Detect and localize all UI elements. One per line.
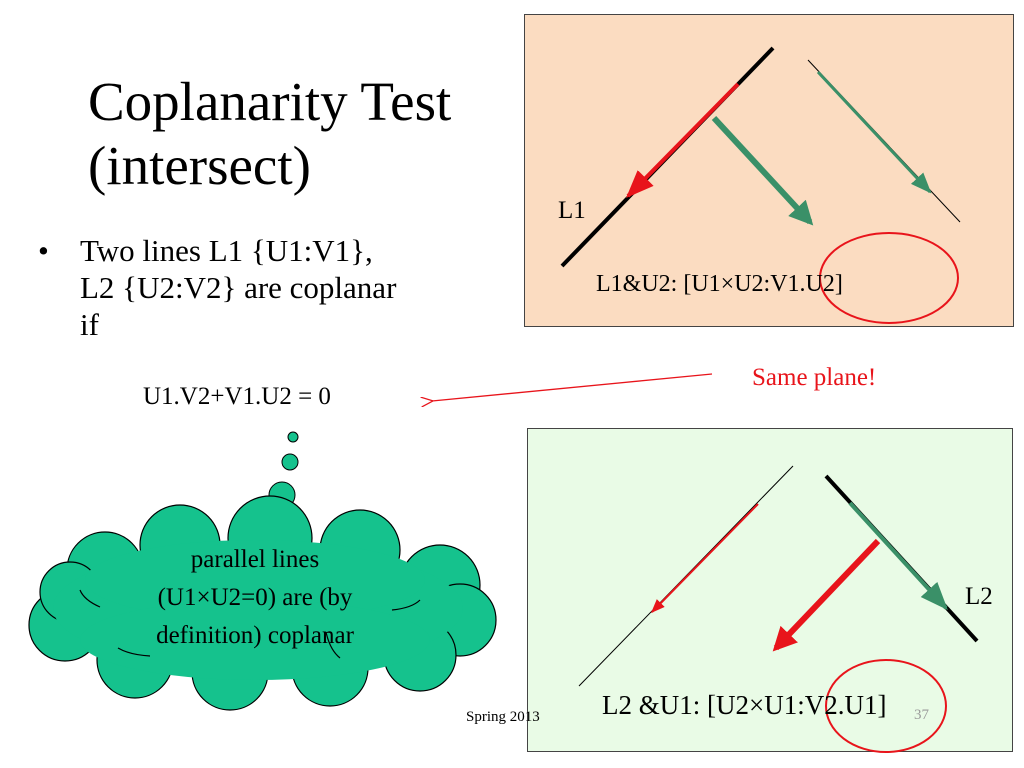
bullet-line-1: Two lines L1 {U1:V1}, xyxy=(80,233,373,268)
same-plane-callout: Same plane! xyxy=(752,364,877,391)
bullet-marker: • xyxy=(38,233,49,268)
cloud-line-2: (U1×U2=0) are (by xyxy=(157,584,353,611)
cloud-line-1: parallel lines xyxy=(190,546,320,573)
thought-cloud-creases xyxy=(79,589,421,659)
slide-title: Coplanarity Test (intersect) xyxy=(88,70,451,198)
bullet-line-2: L2 {U2:V2} are coplanar xyxy=(80,270,397,305)
direction-u1-arrow xyxy=(626,82,740,198)
perpendicular-v2-arrow xyxy=(772,538,881,652)
highlight-circle-top xyxy=(819,232,959,324)
thought-bubble-medium xyxy=(281,453,299,471)
direction-u1-arrow-bottom xyxy=(651,503,759,613)
label-l2: L2 xyxy=(965,583,993,610)
top-diagram-panel xyxy=(524,14,1014,327)
slide-number: 37 xyxy=(914,707,929,723)
title-line-1: Coplanarity Test xyxy=(88,71,452,132)
title-line-2: (intersect) xyxy=(88,135,311,196)
pointer-arrow xyxy=(432,373,713,401)
direction-u2-arrow-bottom xyxy=(848,501,948,611)
cloud-text: parallel lines (U1×U2=0) are (by definit… xyxy=(75,541,435,655)
bullet-text: Two lines L1 {U1:V1}, L2 {U2:V2} are cop… xyxy=(80,232,520,343)
top-formula: L1&U2: [U1×U2:V1.U2] xyxy=(596,271,843,297)
coplanarity-equation: U1.V2+V1.U2 = 0 xyxy=(143,383,331,410)
thought-cloud-fill xyxy=(53,540,463,680)
cloud-line-3: definition) coplanar xyxy=(156,622,354,649)
direction-u2-arrow xyxy=(816,70,932,194)
thought-bubble-small xyxy=(287,431,299,443)
label-l1: L1 xyxy=(558,197,586,224)
bottom-formula: L2 &U1: [U2×U1:V2.U1] xyxy=(602,690,887,720)
highlight-circle-bottom xyxy=(825,659,947,753)
perpendicular-v1-arrow xyxy=(711,115,814,226)
bullet-line-3: if xyxy=(80,307,99,342)
slide-footer: Spring 2013 xyxy=(466,709,540,725)
